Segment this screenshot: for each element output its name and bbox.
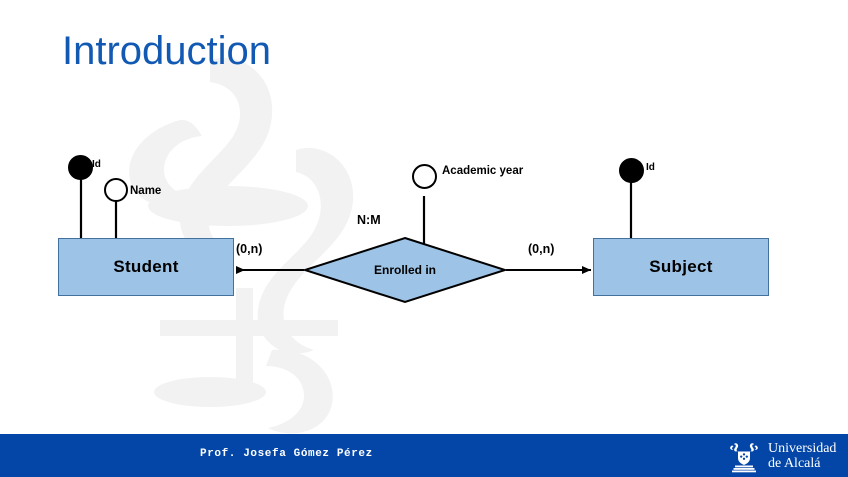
cardinality-label-left: (0,n) [236, 242, 263, 256]
page-title: Introduction [62, 29, 272, 73]
university-crest-icon [730, 442, 758, 472]
footer-author-text: Prof. Josefa Gómez Pérez [200, 448, 373, 460]
student-name-attribute-label: Name [130, 185, 162, 197]
university-wordmark-line2: de Alcalá [768, 455, 821, 471]
student-entity-box[interactable]: Student [58, 238, 234, 296]
student-entity-label: Student [113, 257, 179, 276]
cardinality-label-right: (0,n) [528, 242, 555, 256]
relationship-degree-label: N:M [357, 213, 381, 227]
subject-entity-label: Subject [649, 257, 713, 276]
er-diagram-canvas [79, 172, 633, 304]
subject-entity-box[interactable]: Subject [593, 238, 769, 296]
subject-id-key-attribute-circle[interactable] [619, 158, 644, 183]
university-logo: Universidad de Alcalá [727, 436, 840, 475]
student-id-key-attribute-circle[interactable] [68, 155, 93, 180]
academic-year-attribute-label: Academic year [442, 165, 524, 177]
relationship-diamond [301, 236, 509, 304]
university-wordmark-line1: Universidad [768, 440, 837, 456]
subject-id-attribute-label: Id [646, 162, 655, 173]
student-id-attribute-label: Id [92, 159, 101, 170]
footer-bar [0, 434, 848, 477]
academic-year-attribute-circle[interactable] [412, 164, 437, 189]
student-name-attribute-circle[interactable] [104, 178, 128, 202]
university-wordmark: Universidad de Alcalá [768, 441, 836, 471]
